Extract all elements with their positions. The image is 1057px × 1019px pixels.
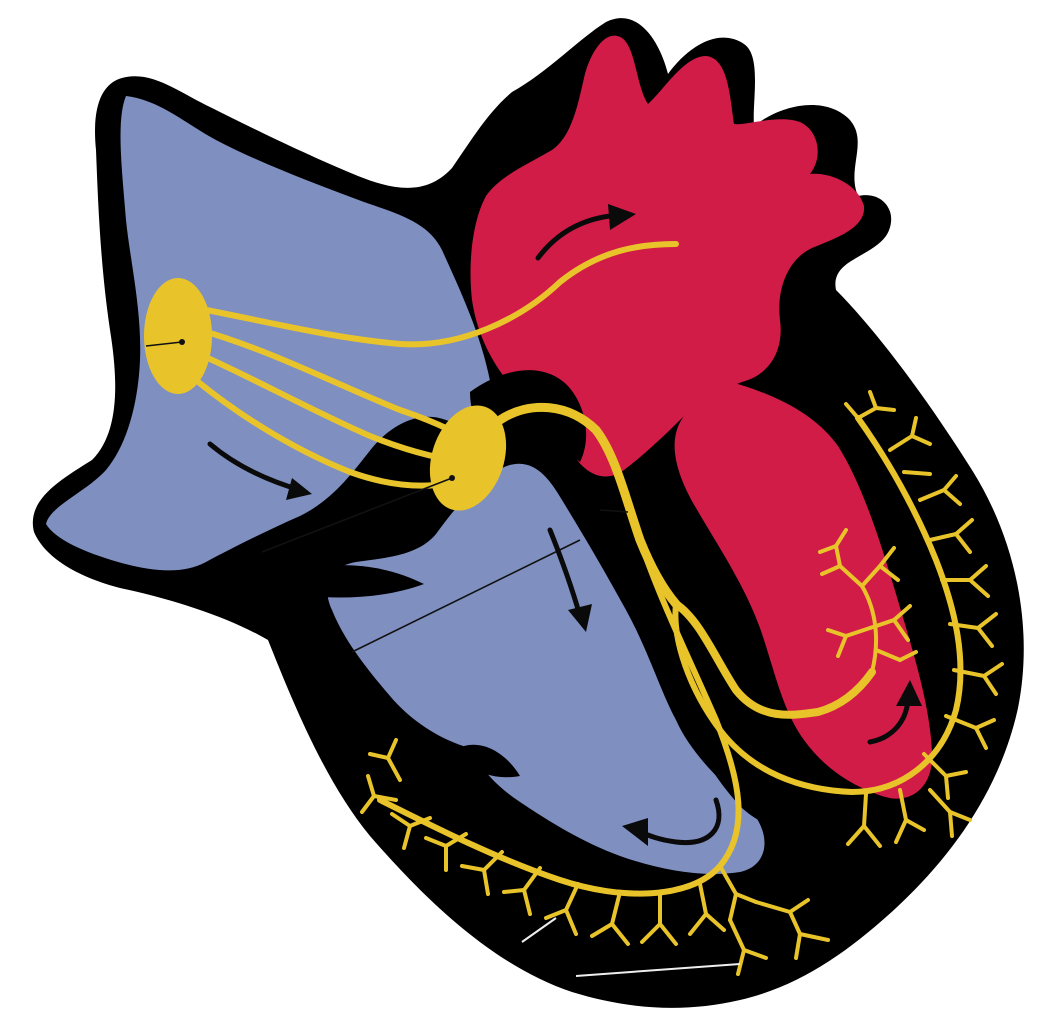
sinoatrial-node — [144, 278, 212, 394]
